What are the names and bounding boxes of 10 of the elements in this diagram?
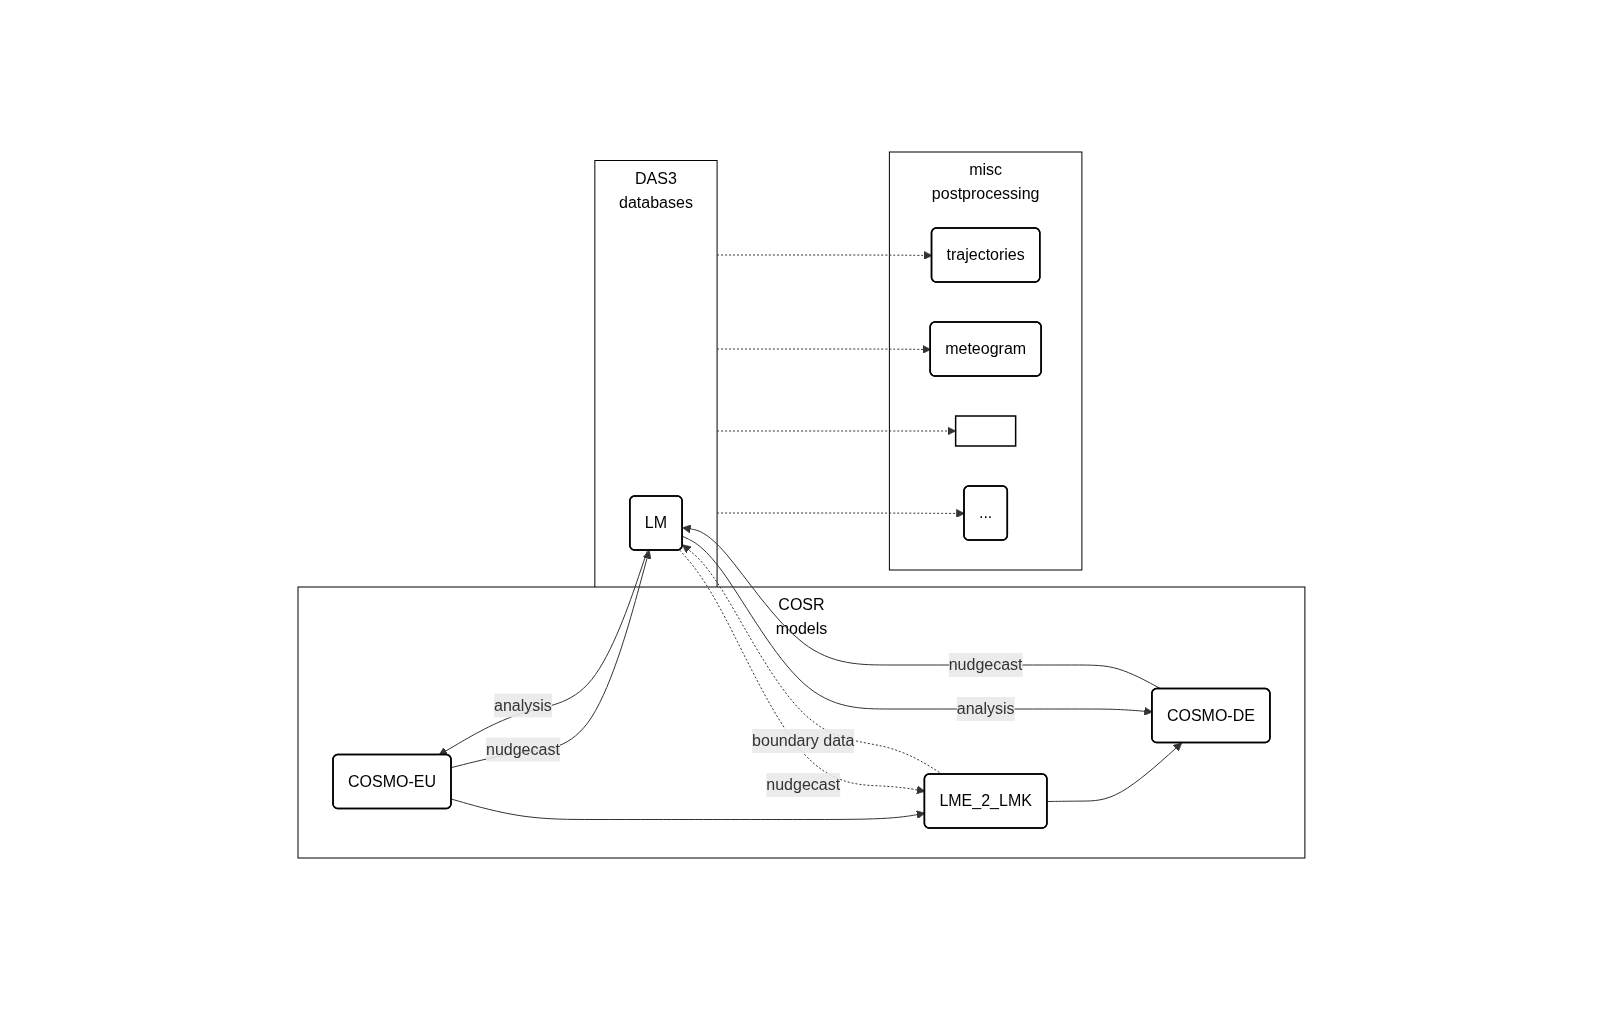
edge-label: nudgecast — [948, 656, 1023, 673]
edge-label: nudgecast — [485, 740, 560, 758]
arrow — [716, 251, 932, 260]
arrow — [716, 426, 956, 436]
edge-label: nudgecast — [765, 776, 840, 793]
edge-label: boundary data — [751, 732, 854, 749]
arrow — [1046, 742, 1182, 802]
edge-label: analysis — [493, 696, 552, 714]
node-box — [954, 415, 1016, 447]
edge-label: analysis — [956, 700, 1015, 717]
